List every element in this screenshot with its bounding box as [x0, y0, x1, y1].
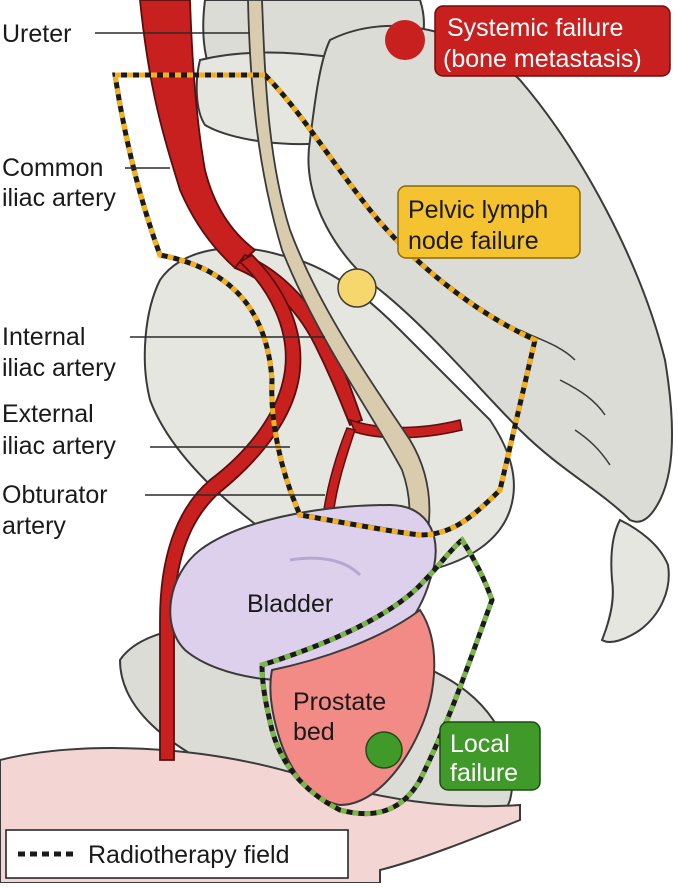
pelvic-node-failure-marker	[337, 268, 377, 308]
prostate-bed-label-line2: bed	[293, 718, 335, 746]
local-callout-line2: failure	[450, 759, 518, 787]
common-iliac-artery	[139, 0, 257, 270]
internal-iliac-label-line1: Internal	[2, 323, 85, 351]
systemic-callout-line1: Systemic failure	[447, 14, 623, 42]
prostate-bed-label-line1: Prostate	[293, 688, 386, 716]
coccyx	[600, 518, 670, 643]
local-failure-marker	[365, 731, 403, 769]
systemic-callout-line2: (bone metastasis)	[443, 45, 642, 73]
pelvic-callout-line2: node failure	[408, 227, 539, 255]
local-failure-callout: Local failure	[439, 721, 541, 791]
legend-text: Radiotherapy field	[88, 841, 290, 869]
pelvic-radiotherapy-field	[112, 72, 538, 538]
external-iliac-label-line2: iliac artery	[2, 432, 116, 460]
local-radiotherapy-field	[259, 536, 495, 817]
legend: Radiotherapy field	[5, 829, 349, 879]
pelvic-callout-line1: Pelvic lymph	[408, 196, 548, 224]
obturator-label-line2: artery	[2, 512, 66, 540]
internal-iliac-label-line2: iliac artery	[2, 354, 116, 382]
pelvic-node-failure-callout: Pelvic lymph node failure	[397, 185, 581, 259]
local-callout-line1: Local	[450, 730, 510, 758]
systemic-failure-marker	[385, 20, 425, 60]
external-iliac-artery	[159, 253, 302, 761]
common-iliac-label-line1: Common	[2, 154, 103, 182]
obturator-label-line1: Obturator	[2, 481, 108, 509]
bladder-label: Bladder	[247, 590, 333, 618]
sacrum	[307, 24, 673, 523]
systemic-failure-callout: Systemic failure (bone metastasis)	[434, 5, 671, 77]
ureter-label: Ureter	[2, 20, 71, 48]
external-iliac-label-line1: External	[2, 400, 94, 428]
common-iliac-label-line2: iliac artery	[2, 184, 116, 212]
